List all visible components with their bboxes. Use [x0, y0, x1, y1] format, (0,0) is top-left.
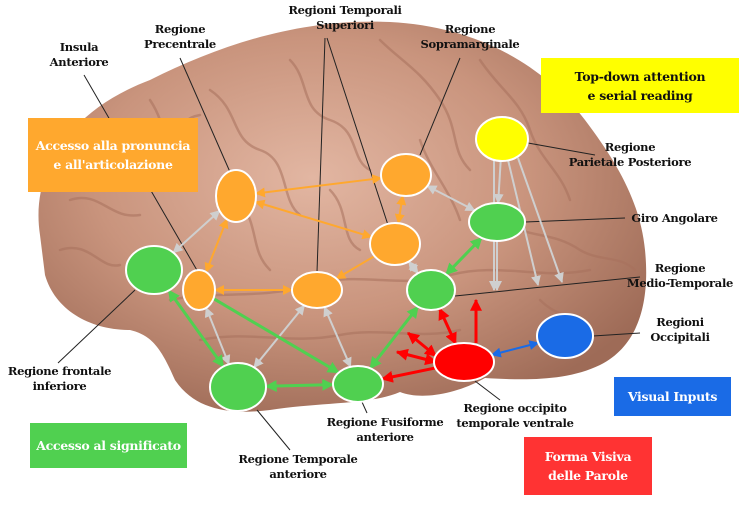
label-sopramarginale-line1: Regione: [444, 22, 496, 36]
node-temporale-ant: [209, 362, 267, 412]
label-giro-angolare: Giro Angolare: [627, 211, 722, 226]
edge-temp_sup_post-medio_temporale: [407, 260, 419, 275]
label-parietale-line2: Parietale Posteriore: [568, 155, 692, 169]
label-temporale-ant-line2: anteriore: [269, 467, 327, 481]
edge-sopramarginale-temp_sup_post: [394, 194, 407, 225]
label-insula-anteriore: Insula Anteriore: [44, 40, 114, 70]
edge-vwfa-medio_temporale: [438, 307, 458, 345]
label-medio-temporale-line2: Medio-Temporale: [626, 276, 734, 290]
label-angolare-line1: Giro Angolare: [631, 211, 718, 225]
leader-parietale: [527, 142, 596, 156]
edge-parietale-angolare: [493, 160, 504, 205]
leader-occipito-temp: [474, 380, 501, 401]
leader-temporale-ant: [256, 409, 291, 451]
label-frontale-inf-line1: Regione frontale: [7, 364, 112, 378]
label-occipitali-line1: Regioni: [656, 315, 704, 329]
label-fusiforme-line1: Regione Fusiforme: [326, 415, 444, 429]
label-occipito-temp-line1: Regione occipito: [463, 401, 567, 415]
leader-medio-temporale: [454, 276, 641, 297]
edge-vwfa-fusiforme: [380, 366, 436, 383]
label-regione-temporale-anteriore: Regione Temporale anteriore: [238, 452, 358, 482]
edge-vwfa-stub-2: [395, 348, 438, 366]
label-regione-medio-temporale: Regione Medio-Temporale: [625, 261, 735, 291]
box-top-down-line1: Top-down attention: [574, 68, 706, 84]
label-temporali-sup-line1: Regioni Temporali: [288, 3, 402, 17]
node-sopramarginale: [380, 153, 432, 197]
leader-occipitali: [592, 332, 641, 337]
edge-precentrale-sopramarginale: [254, 174, 383, 198]
label-precentrale-line1: Regione: [154, 22, 206, 36]
node-occipitali: [536, 313, 594, 359]
label-regione-occipito-temporale: Regione occipito temporale ventrale: [455, 401, 575, 431]
node-parietale: [475, 116, 529, 162]
edge-sopramarginale-angolare: [426, 185, 476, 212]
node-frontale-inf: [125, 245, 183, 295]
label-temporali-sup-line2: Superiori: [316, 18, 374, 32]
node-temp-sup-post: [369, 222, 421, 266]
box-accesso-pronuncia: Accesso alla pronuncia e all'articolazio…: [28, 118, 198, 192]
node-medio-temporale: [406, 269, 456, 311]
label-occipito-temp-line2: temporale ventrale: [456, 416, 574, 430]
label-regione-frontale-inferiore: Regione frontale inferiore: [2, 364, 117, 394]
label-regione-precentrale: Regione Precentrale: [140, 22, 220, 52]
label-regione-parietale-posteriore: Regione Parietale Posteriore: [565, 140, 695, 170]
box-top-down-attention: Top-down attention e serial reading: [541, 58, 739, 113]
edge-temp_sup_ant-fusiforme: [323, 306, 352, 368]
leader-precentrale: [179, 57, 231, 173]
box-accesso-significato-label: Accesso al significato: [36, 438, 181, 453]
label-insula-line2: Anteriore: [49, 55, 109, 69]
box-forma-visiva: Forma Visiva delle Parole: [524, 437, 652, 495]
label-medio-temporale-line1: Regione: [654, 261, 706, 275]
label-regioni-temporali-superiori: Regioni Temporali Superiori: [275, 3, 415, 33]
leader-sopramarginale: [419, 57, 461, 156]
box-visual-inputs: Visual Inputs: [614, 377, 731, 416]
edge-fusiforme-medio_temporale: [369, 305, 420, 370]
label-regione-fusiforme-anteriore: Regione Fusiforme anteriore: [325, 415, 445, 445]
box-forma-visiva-line2: delle Parole: [548, 468, 628, 483]
edge-insula-fusiforme: [212, 297, 340, 374]
label-frontale-inf-line2: inferiore: [32, 379, 87, 393]
label-occipitali-line2: Occipitali: [650, 330, 710, 344]
node-angolare: [468, 202, 526, 242]
label-temporale-ant-line1: Regione Temporale: [238, 452, 358, 466]
edge-medio_temporale-angolare: [445, 236, 483, 276]
edge-vwfa-occipitali: [490, 340, 540, 358]
label-insula-line1: Insula: [59, 40, 99, 54]
label-parietale-line1: Regione: [604, 140, 656, 154]
leader-angolare: [524, 217, 626, 223]
edge-temp_sup_post-temp_sup_ant: [335, 255, 376, 280]
node-insula: [182, 269, 216, 311]
edge-frontale_inf-precentrale: [172, 210, 221, 254]
edge-temporale_ant-fusiforme: [264, 378, 335, 393]
label-regione-sopramarginale: Regione Sopramarginale: [415, 22, 525, 52]
label-fusiforme-line2: anteriore: [356, 430, 414, 444]
box-accesso-pronuncia-line1: Accesso alla pronuncia: [35, 138, 191, 153]
box-visual-inputs-label: Visual Inputs: [627, 389, 718, 404]
label-precentrale-line2: Precentrale: [144, 37, 216, 51]
node-temp-sup-ant: [291, 271, 343, 309]
label-sopramarginale-line2: Sopramarginale: [420, 37, 520, 51]
leader-frontale-inf: [57, 289, 136, 364]
box-forma-visiva-line1: Forma Visiva: [544, 449, 632, 464]
edge-frontale_inf-temporale_ant: [167, 289, 225, 368]
box-top-down-line2: e serial reading: [587, 87, 693, 103]
box-accesso-significato: Accesso al significato: [30, 423, 187, 468]
label-regioni-occipitali: Regioni Occipitali: [645, 315, 715, 345]
node-fusiforme: [332, 365, 384, 403]
edge-parietale-down-3: [517, 157, 564, 283]
edge-precentrale-temp_sup_post: [254, 199, 373, 240]
box-accesso-pronuncia-line2: e all'articolazione: [53, 157, 173, 172]
node-vwfa: [433, 342, 495, 382]
node-precentrale: [215, 169, 257, 223]
leader-fusiforme: [361, 401, 368, 414]
